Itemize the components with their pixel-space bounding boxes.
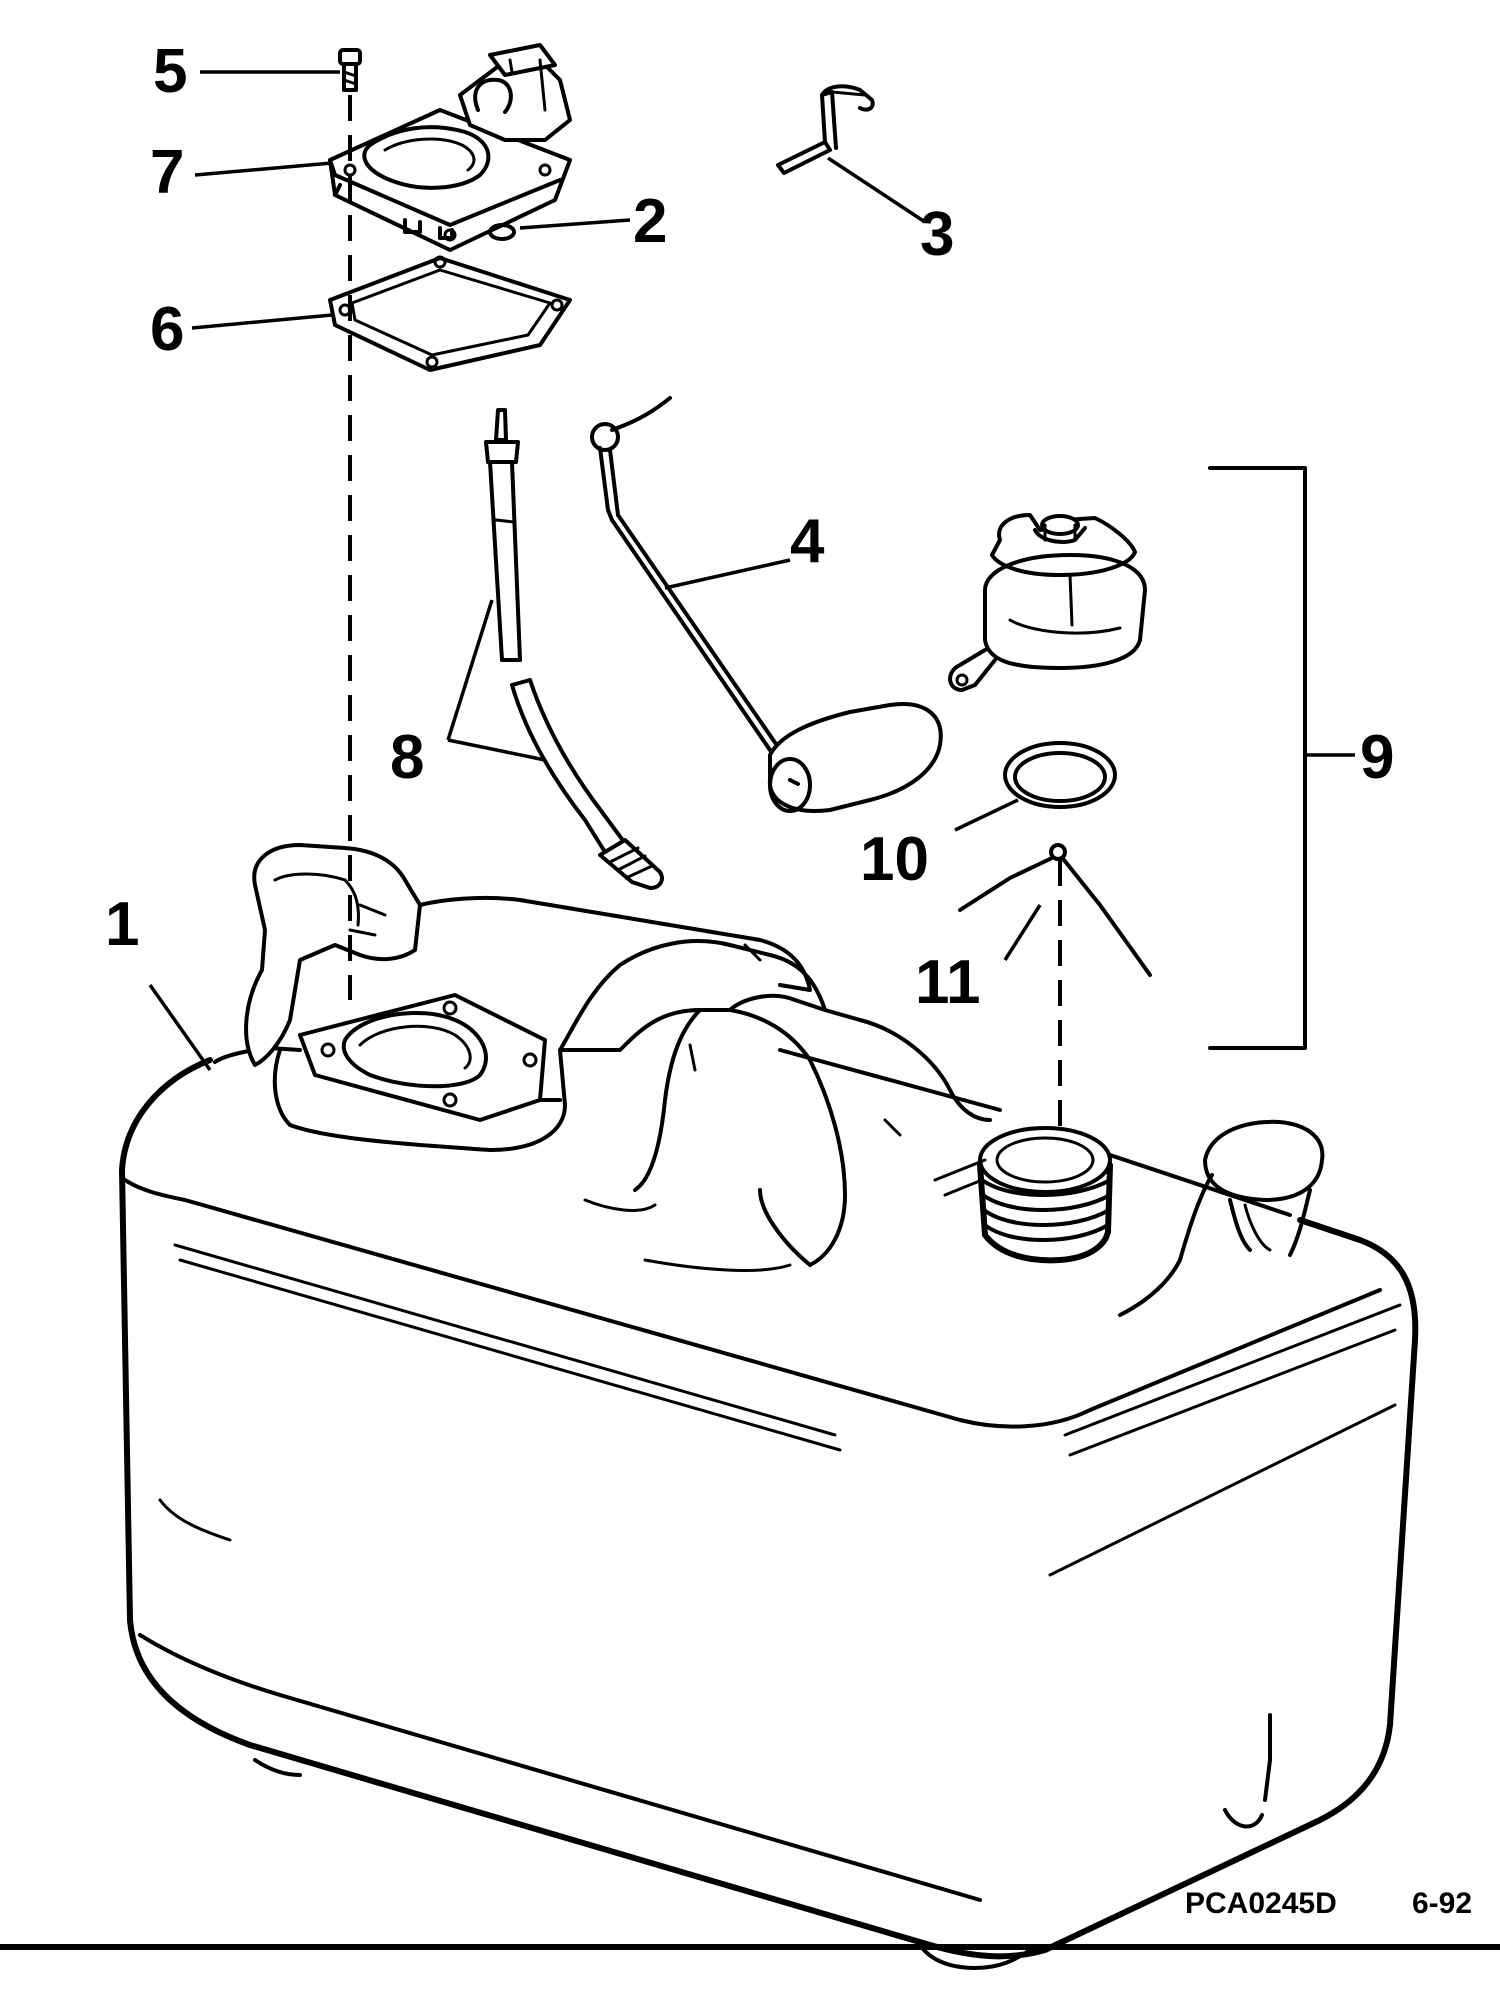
group-bracket-9: [1208, 466, 1307, 1050]
filler-neck: [977, 1126, 1113, 1264]
callout-6: 6: [150, 295, 184, 364]
callout-5: 5: [153, 37, 187, 106]
callout-11: 11: [915, 948, 981, 1017]
part-6-gasket: [328, 255, 572, 372]
callout-10: 10: [860, 825, 929, 894]
callout-2: 2: [633, 187, 667, 256]
callout-9: 9: [1360, 723, 1394, 792]
part-9-filler-cap: [948, 513, 1147, 692]
part-2-o-ring: [488, 223, 516, 241]
figure-date: 6-92: [1412, 1887, 1472, 1920]
leader-lines: [148, 70, 1355, 1072]
part-4-float-arm: [590, 396, 943, 813]
part-3-clip: [776, 84, 875, 175]
part-8-pickup-tubes: [484, 408, 664, 890]
part-11-retainer: [958, 843, 1152, 977]
callout-4: 4: [790, 507, 825, 576]
part-5-screw: [338, 48, 362, 92]
callout-1: 1: [105, 890, 139, 959]
part-7-gauge-assembly: [328, 43, 572, 252]
callout-7: 7: [150, 138, 184, 207]
part-10-gasket-ring: [1003, 741, 1117, 809]
callout-8: 8: [390, 723, 424, 792]
figure-code: PCA0245D: [1185, 1887, 1337, 1920]
part-1-fuel-tank: [119, 843, 1419, 1970]
callout-3: 3: [920, 200, 954, 269]
